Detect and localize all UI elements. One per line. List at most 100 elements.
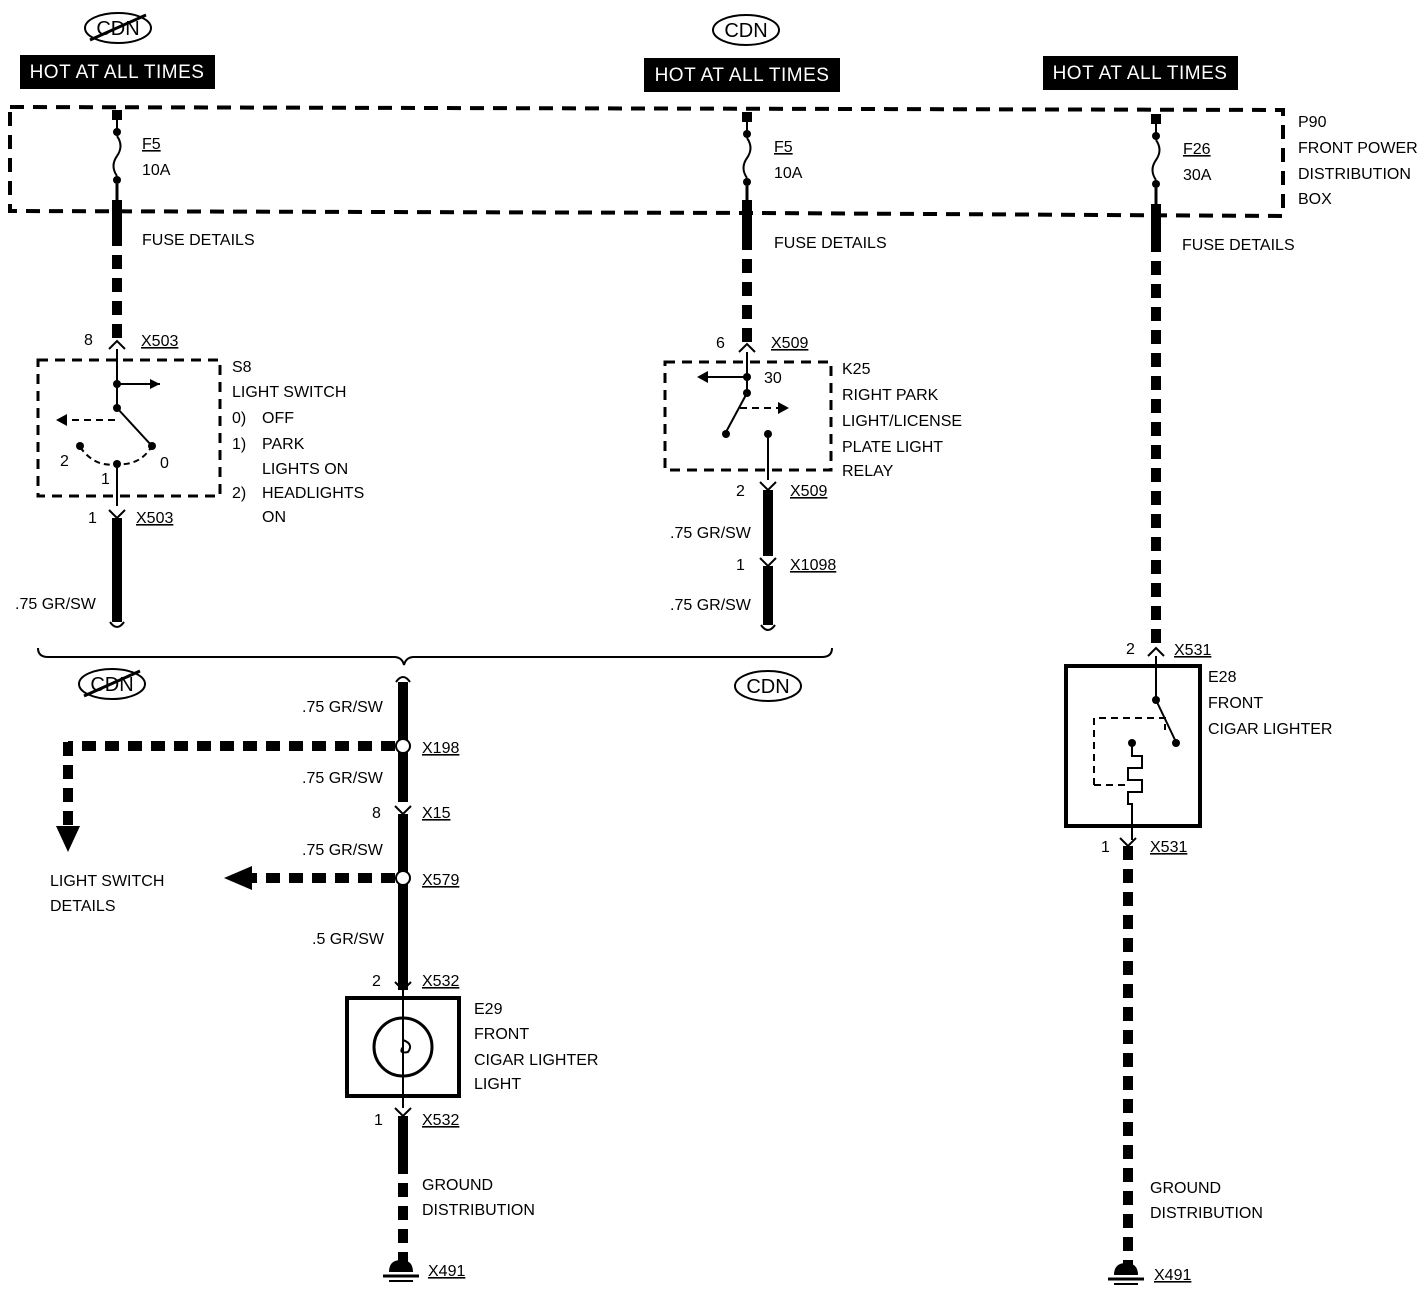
light-switch-internals: 2 0 1: [56, 349, 169, 506]
svg-text:RIGHT PARK: RIGHT PARK: [842, 387, 939, 404]
svg-text:HEADLIGHTS: HEADLIGHTS: [262, 485, 364, 502]
light-switch-label: S8 LIGHT SWITCH 0) OFF 1) PARK LIGHTS ON…: [232, 359, 364, 526]
cdn-top-middle: CDN: [712, 14, 780, 46]
relay-label: K25 RIGHT PARK LIGHT/LICENSE PLATE LIGHT…: [842, 361, 962, 480]
e29-top-connector: X532: [422, 973, 459, 990]
svg-text:ON: ON: [262, 509, 286, 526]
center-ground-text-2: DISTRIBUTION: [422, 1202, 535, 1219]
x15-pin: 8: [372, 805, 381, 822]
right-ground-text-2: DISTRIBUTION: [1150, 1205, 1263, 1222]
x15-connector: X15: [422, 805, 451, 822]
svg-text:LIGHT: LIGHT: [474, 1076, 521, 1093]
e28-bottom-pin: 1: [1101, 839, 1110, 856]
fuse-middle-rating: 10A: [774, 165, 803, 182]
center-wire-4: .5 GR/SW: [312, 931, 385, 948]
svg-text:E28: E28: [1208, 669, 1237, 686]
e28-top-pin: 2: [1126, 641, 1135, 658]
hot-badge-middle: HOT AT ALL TIMES: [644, 58, 840, 92]
e28-bottom-connector: X531: [1150, 839, 1187, 856]
svg-text:K25: K25: [842, 361, 871, 378]
ground-symbol-center: [383, 1260, 419, 1282]
svg-text:BOX: BOX: [1298, 191, 1332, 208]
branch-arrow-down: [56, 826, 80, 852]
svg-text:PLATE LIGHT: PLATE LIGHT: [842, 439, 943, 456]
fuse-right-name: F26: [1183, 141, 1211, 158]
e28-top-connector: X531: [1174, 642, 1211, 659]
center-wire-3: .75 GR/SW: [302, 842, 384, 859]
hot-badge-right: HOT AT ALL TIMES: [1043, 56, 1238, 90]
light-switch-details-ref-1: LIGHT SWITCH: [50, 873, 164, 890]
s8-top-pin: 8: [84, 332, 93, 349]
svg-text:FRONT: FRONT: [474, 1026, 529, 1043]
hot-badge-left: HOT AT ALL TIMES: [20, 55, 215, 89]
light-switch-details-ref-2: DETAILS: [50, 898, 116, 915]
svg-text:FRONT: FRONT: [1208, 695, 1263, 712]
center-ground-text-1: GROUND: [422, 1177, 493, 1194]
svg-text:LIGHTS ON: LIGHTS ON: [262, 461, 348, 478]
power-distribution-box-outline: [8, 104, 1285, 219]
splice-x198: X198: [422, 740, 459, 757]
x1098-output-wire: .75 GR/SW: [670, 597, 752, 614]
fuse-middle: F5 10A: [742, 112, 803, 200]
svg-text:E29: E29: [474, 1001, 503, 1018]
e29-top-pin: 2: [372, 973, 381, 990]
right-ground-text-1: GROUND: [1150, 1180, 1221, 1197]
fuse-right-details: FUSE DETAILS: [1182, 237, 1295, 254]
k25-terminal-30: 30: [764, 370, 782, 387]
k25-top-connector: X509: [771, 335, 808, 352]
cigar-lighter-internals: [1093, 656, 1180, 840]
fuse-right: F26 30A: [1151, 114, 1212, 204]
x1098-pin: 1: [736, 557, 745, 574]
right-ground-id: X491: [1154, 1267, 1191, 1284]
center-wire-1: .75 GR/SW: [302, 699, 384, 716]
cdn-crossed-bottom-left: CDN: [78, 668, 146, 700]
svg-text:LIGHT/LICENSE: LIGHT/LICENSE: [842, 413, 962, 430]
svg-text:LIGHT SWITCH: LIGHT SWITCH: [232, 384, 346, 401]
fuse-middle-name: F5: [774, 139, 793, 156]
branch-arrow-left: [224, 866, 252, 890]
center-ground-id: X491: [428, 1263, 465, 1280]
k25-bottom-pin: 2: [736, 483, 745, 500]
fuse-left-rating: 10A: [142, 162, 171, 179]
ground-symbol-right: [1108, 1263, 1144, 1285]
k25-bottom-connector: X509: [790, 483, 827, 500]
svg-text:S8: S8: [232, 359, 252, 376]
cdn-crossed-top-left: CDN: [84, 12, 152, 44]
svg-text:CIGAR LIGHTER: CIGAR LIGHTER: [474, 1052, 598, 1069]
fuse-middle-details: FUSE DETAILS: [774, 235, 887, 252]
cigar-lighter-light-label: E29 FRONT CIGAR LIGHTER LIGHT: [474, 1001, 598, 1093]
svg-text:FRONT POWER: FRONT POWER: [1298, 140, 1418, 157]
cdn-top-middle-label: CDN: [724, 20, 767, 42]
fuse-left-details: FUSE DETAILS: [142, 232, 255, 249]
lamp-bulb: [372, 990, 434, 1108]
s8-pos-2: 2: [60, 453, 69, 470]
x1098-connector: X1098: [790, 557, 836, 574]
relay-box: [663, 360, 833, 472]
svg-text:OFF: OFF: [262, 410, 294, 427]
s8-pos-1: 1: [101, 471, 110, 488]
cdn-bottom-right-label: CDN: [746, 676, 789, 698]
cigar-lighter-label: E28 FRONT CIGAR LIGHTER: [1208, 669, 1332, 738]
svg-text:RELAY: RELAY: [842, 463, 894, 480]
e29-bottom-connector: X532: [422, 1112, 459, 1129]
cdn-bottom-right: CDN: [734, 670, 802, 702]
s8-bottom-pin: 1: [88, 510, 97, 527]
hot-badge-right-label: HOT AT ALL TIMES: [1053, 63, 1228, 84]
svg-text:0): 0): [232, 410, 246, 427]
fuse-right-rating: 30A: [1183, 167, 1212, 184]
fuse-left: F5 10A: [112, 110, 171, 200]
light-switch-box: [36, 358, 222, 498]
s8-pos-0: 0: [160, 455, 169, 472]
splice-x579: X579: [422, 872, 459, 889]
svg-text:2): 2): [232, 485, 246, 502]
center-wire-2: .75 GR/SW: [302, 770, 384, 787]
svg-text:PARK: PARK: [262, 436, 305, 453]
hot-badge-left-label: HOT AT ALL TIMES: [30, 62, 205, 83]
s8-output-wire: .75 GR/SW: [15, 596, 97, 613]
k25-output-wire: .75 GR/SW: [670, 525, 752, 542]
svg-text:1): 1): [232, 436, 246, 453]
fuse-left-name: F5: [142, 136, 161, 153]
power-distribution-box-label: P90 FRONT POWER DISTRIBUTION BOX: [1298, 114, 1418, 208]
merge-bracket: [37, 647, 833, 666]
